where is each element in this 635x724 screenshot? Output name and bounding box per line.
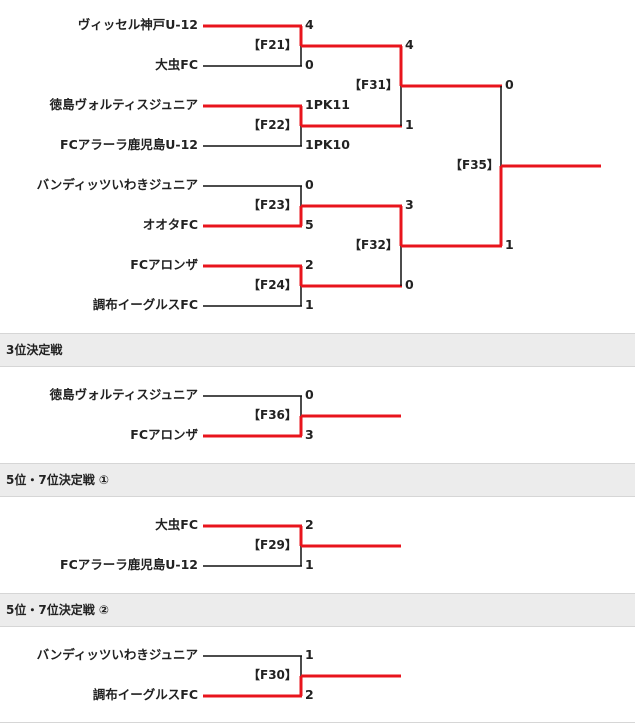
fifth-2-lines [203, 655, 401, 698]
f36-bottom-team: FCアロンザ [130, 427, 198, 442]
score-f35-top: 0 [505, 77, 514, 92]
team-7: FCアロンザ [130, 257, 198, 272]
score-f21-top: 4 [305, 17, 314, 32]
score-f24-top: 2 [305, 257, 314, 272]
f30-top-team: バンディッツいわきジュニア [36, 647, 198, 662]
team-4: FCアラーラ鹿児島U-12 [60, 137, 198, 152]
score-f32-top: 3 [405, 197, 414, 212]
match-label-f31: 【F31】 [349, 78, 398, 92]
match-label-f32: 【F32】 [349, 238, 398, 252]
section-header-third-place: 3位決定戦 [0, 333, 635, 367]
f30-top-score: 1 [305, 647, 314, 662]
f29-top-team: 大虫FC [155, 517, 198, 532]
team-2: 大虫FC [155, 57, 198, 72]
match-label-f29: 【F29】 [248, 538, 297, 552]
f29-top-score: 2 [305, 517, 314, 532]
match-label-f24: 【F24】 [248, 278, 297, 292]
f30-bottom-team: 調布イーグルスFC [92, 687, 198, 702]
match-label-f35: 【F35】 [450, 158, 499, 172]
match-label-f36: 【F36】 [248, 408, 297, 422]
team-6: オオタFC [142, 217, 198, 232]
f36-top-team: 徳島ヴォルティスジュニア [49, 387, 198, 402]
f36-top-score: 0 [305, 387, 314, 402]
third-place-bracket: 徳島ヴォルティスジュニア FCアロンザ 0 3 【F36】 [0, 376, 635, 456]
score-f23-bottom: 5 [305, 217, 314, 232]
fifth-2-bracket: バンディッツいわきジュニア 調布イーグルスFC 1 2 【F30】 [0, 636, 635, 716]
score-f32-bottom: 0 [405, 277, 414, 292]
f36-bottom-score: 3 [305, 427, 314, 442]
score-f31-top: 4 [405, 37, 414, 52]
main-bracket: ヴィッセル神戸U-12 大虫FC 徳島ヴォルティスジュニア FCアラーラ鹿児島U… [0, 0, 635, 330]
match-label-f23: 【F23】 [248, 198, 297, 212]
match-label-f21: 【F21】 [248, 38, 297, 52]
main-bracket-lines [203, 24, 601, 307]
section-header-fifth-2: 5位・7位決定戦 ② [0, 593, 635, 627]
fifth-1-lines [203, 524, 401, 567]
team-8: 調布イーグルスFC [92, 297, 198, 312]
score-f23-top: 0 [305, 177, 314, 192]
team-5: バンディッツいわきジュニア [36, 177, 198, 192]
match-label-f30: 【F30】 [248, 668, 297, 682]
match-label-f22: 【F22】 [248, 118, 297, 132]
fifth-1-bracket: 大虫FC FCアラーラ鹿児島U-12 2 1 【F29】 [0, 506, 635, 586]
score-f21-bottom: 0 [305, 57, 314, 72]
score-f22-top: 1PK11 [305, 97, 350, 112]
score-f22-bottom: 1PK10 [305, 137, 350, 152]
f30-bottom-score: 2 [305, 687, 314, 702]
f29-bottom-score: 1 [305, 557, 314, 572]
section-header-fifth-1: 5位・7位決定戦 ① [0, 463, 635, 497]
team-1: ヴィッセル神戸U-12 [77, 17, 198, 32]
score-f35-bottom: 1 [505, 237, 514, 252]
bottom-divider [0, 722, 635, 723]
score-f24-bottom: 1 [305, 297, 314, 312]
third-place-lines [203, 395, 401, 438]
team-3: 徳島ヴォルティスジュニア [49, 97, 198, 112]
score-f31-bottom: 1 [405, 117, 414, 132]
f29-bottom-team: FCアラーラ鹿児島U-12 [60, 557, 198, 572]
